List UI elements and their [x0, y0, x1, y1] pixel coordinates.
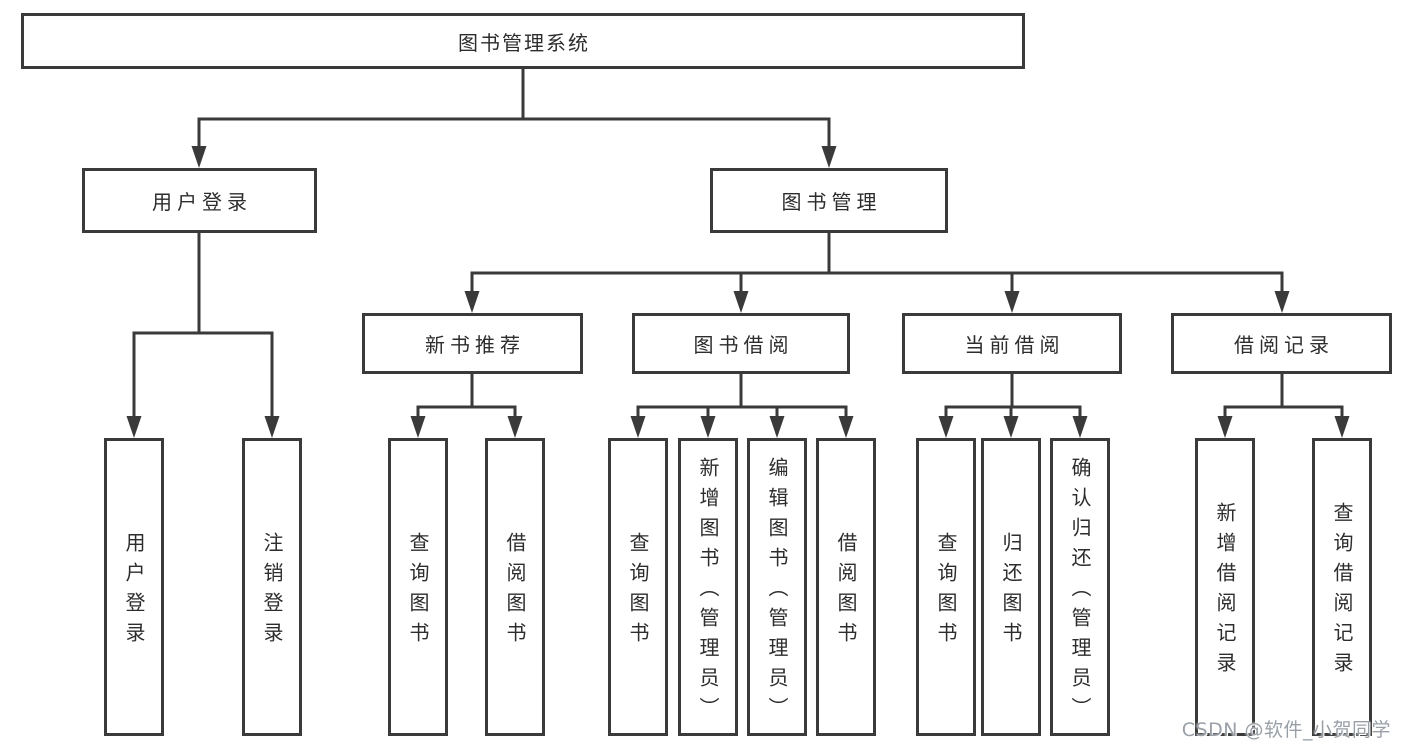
- arrow-down-icon: [1334, 416, 1350, 438]
- leaf-logout: 注销登录: [242, 438, 302, 736]
- wire-book-borrow: [636, 374, 848, 418]
- wire-root: [197, 69, 831, 148]
- arrow-down-icon: [1274, 291, 1290, 313]
- leaf-query-borrow-record-label: 查询借阅记录: [1330, 502, 1354, 682]
- node-borrow-records: 借阅记录: [1171, 313, 1392, 374]
- leaf-query-books-borrow: 查询图书: [608, 438, 668, 736]
- node-user-login-label: 用户登录: [152, 190, 252, 214]
- leaf-borrow-books-label: 借阅图书: [834, 532, 858, 652]
- arrow-down-icon: [191, 146, 207, 168]
- node-book-borrow: 图书借阅: [632, 313, 850, 374]
- leaf-add-book-admin: 新增图书（管理员）: [678, 438, 738, 736]
- arrow-down-icon: [733, 291, 749, 313]
- leaf-return-book-label: 归还图书: [999, 532, 1023, 652]
- leaf-borrow-books-recommend: 借阅图书: [485, 438, 545, 736]
- leaf-logout-label: 注销登录: [260, 532, 284, 652]
- leaf-confirm-return-admin-label: 确认归还（管理员）: [1068, 457, 1092, 727]
- wire-borrow-records: [1223, 374, 1344, 418]
- node-current-borrow: 当前借阅: [902, 313, 1122, 374]
- arrow-down-icon: [264, 416, 280, 438]
- leaf-query-books-current-label: 查询图书: [934, 532, 958, 652]
- node-root-label: 图书管理系统: [458, 30, 590, 55]
- leaf-borrow-books-recommend-label: 借阅图书: [503, 532, 527, 652]
- arrow-down-icon: [464, 291, 480, 313]
- arrow-down-icon: [838, 416, 854, 438]
- node-borrow-records-label: 借阅记录: [1234, 333, 1334, 357]
- leaf-edit-book-admin: 编辑图书（管理员）: [747, 438, 807, 736]
- leaf-add-borrow-record: 新增借阅记录: [1195, 438, 1255, 736]
- node-new-book-recommend: 新书推荐: [362, 313, 583, 374]
- arrow-down-icon: [126, 416, 142, 438]
- arrow-down-icon: [507, 416, 523, 438]
- arrow-down-icon: [769, 416, 785, 438]
- wire-new-book-recommend: [416, 374, 517, 418]
- leaf-edit-book-admin-label: 编辑图书（管理员）: [765, 457, 789, 727]
- node-current-borrow-label: 当前借阅: [964, 333, 1065, 357]
- node-root: 图书管理系统: [21, 13, 1025, 69]
- wire-current-borrow: [944, 374, 1082, 418]
- leaf-user-login-label: 用户登录: [122, 532, 146, 652]
- node-book-borrow-label: 图书借阅: [693, 333, 794, 357]
- node-book-management: 图书管理: [710, 168, 948, 233]
- arrow-down-icon: [1072, 416, 1088, 438]
- node-new-book-recommend-label: 新书推荐: [425, 333, 525, 357]
- leaf-user-login: 用户登录: [104, 438, 164, 736]
- arrow-down-icon: [700, 416, 716, 438]
- leaf-query-borrow-record: 查询借阅记录: [1312, 438, 1372, 736]
- csdn-watermark: CSDN @软件_小贺同学: [1181, 719, 1391, 741]
- leaf-query-books-recommend-label: 查询图书: [406, 532, 430, 652]
- arrow-down-icon: [938, 416, 954, 438]
- leaf-query-books-current: 查询图书: [916, 438, 976, 736]
- arrow-down-icon: [1003, 416, 1019, 438]
- wire-book-management: [470, 233, 1284, 293]
- leaf-return-book: 归还图书: [981, 438, 1041, 736]
- arrow-down-icon: [410, 416, 426, 438]
- node-user-login: 用户登录: [82, 168, 317, 233]
- arrow-down-icon: [1004, 291, 1020, 313]
- wire-user-login: [132, 233, 274, 418]
- leaf-add-borrow-record-label: 新增借阅记录: [1213, 502, 1237, 682]
- arrow-down-icon: [1217, 416, 1233, 438]
- arrow-down-icon: [821, 146, 837, 168]
- leaf-query-books-recommend: 查询图书: [388, 438, 448, 736]
- leaf-confirm-return-admin: 确认归还（管理员）: [1050, 438, 1110, 736]
- leaf-borrow-books: 借阅图书: [816, 438, 876, 736]
- arrow-down-icon: [630, 416, 646, 438]
- leaf-query-books-borrow-label: 查询图书: [626, 532, 650, 652]
- leaf-add-book-admin-label: 新增图书（管理员）: [696, 457, 720, 727]
- node-book-management-label: 图书管理: [781, 190, 882, 214]
